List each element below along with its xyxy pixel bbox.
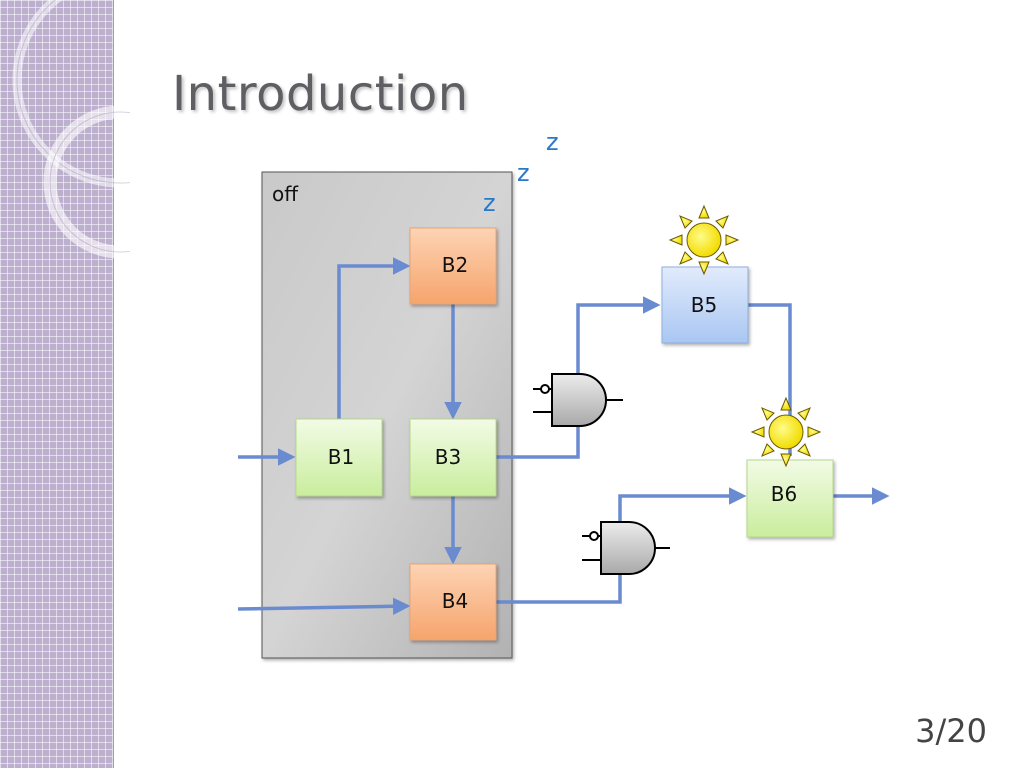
inverter-bubble [589,531,599,541]
block-b2: B2 [409,227,497,305]
input-wire-b4 [237,597,411,615]
sun-icon [668,204,740,276]
block-label: B5 [691,293,717,317]
page-number: 3/20 [915,712,987,750]
decorative-rings [12,0,130,259]
and-gate-2 [582,521,670,575]
block-label: B3 [435,445,461,469]
block-b5: B5 [661,266,749,344]
sleep-mark: z [546,128,559,156]
sleep-mark: z [517,159,530,187]
wire-b5-b6 [747,303,792,456]
sidebar-decoration [0,0,114,768]
sun-icon [750,396,822,468]
wire-b1-b2 [337,257,411,419]
block-label: B2 [442,253,468,277]
and-gate-1 [533,373,623,427]
block-label: B1 [328,445,354,469]
block-label: B6 [771,482,797,506]
block-b3: B3 [409,418,497,497]
block-b4: B4 [409,563,497,641]
off-region-label: off [272,182,299,206]
page-title: Introduction [172,66,469,122]
sleep-mark: z [483,189,496,217]
inverter-bubble [540,384,550,394]
block-b1: B1 [295,418,383,497]
block-b6: B6 [746,459,834,538]
block-label: B4 [442,589,468,613]
